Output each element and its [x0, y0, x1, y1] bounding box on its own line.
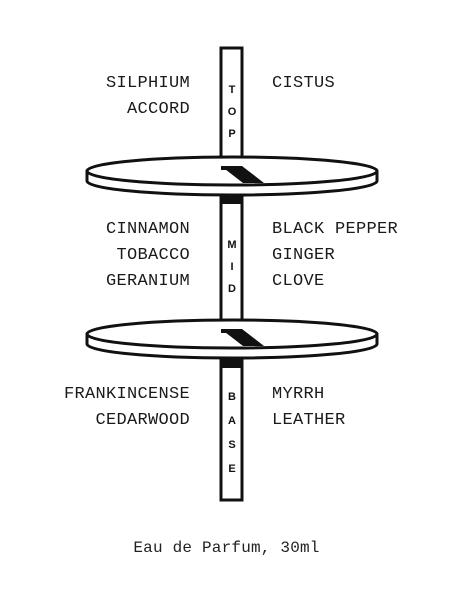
mid-notes-right: BLACK PEPPER GINGER CLOVE	[272, 217, 398, 295]
top-notes-right: CISTUS	[272, 71, 335, 97]
tier-label-mid: M I D	[220, 234, 244, 300]
note-item: CEDARWOOD	[95, 411, 190, 430]
mid-notes-left: CINNAMON TOBACCO GERANIUM	[106, 217, 190, 295]
product-caption: Eau de Parfum, 30ml	[133, 539, 320, 557]
rod-mid-cap	[221, 196, 242, 204]
note-item: CISTUS	[272, 74, 336, 93]
note-item: CLOVE	[272, 272, 325, 291]
base-notes-left: FRANKINCENSE CEDARWOOD	[64, 382, 190, 434]
lower-disc-rod-stub	[221, 329, 242, 333]
tier-label-mid-letter: I	[230, 261, 234, 273]
upper-disc-rod-stub	[221, 166, 242, 170]
note-item: FRANKINCENSE	[63, 385, 190, 404]
note-item: MYRRH	[272, 385, 325, 404]
note-item: ACCORD	[126, 100, 190, 119]
tier-label-top-letter: P	[228, 128, 236, 140]
tier-label-base-letter: E	[228, 463, 236, 475]
tier-label-base: B A S E	[220, 385, 244, 481]
upper-disc-rod-shadow	[221, 166, 264, 183]
tier-label-base-letter: S	[228, 439, 236, 451]
tier-label-mid-letter: M	[227, 239, 237, 251]
lower-disc	[85, 318, 379, 360]
tier-label-top-letter: O	[227, 106, 237, 118]
note-item: CINNAMON	[105, 220, 190, 239]
note-item: GERANIUM	[105, 272, 190, 291]
lower-disc-rod-shadow	[221, 329, 264, 346]
tier-label-base-letter: A	[228, 415, 236, 427]
note-item: TOBACCO	[116, 246, 190, 265]
note-item: GINGER	[272, 246, 336, 265]
note-item: SILPHIUM	[105, 74, 190, 93]
note-item: LEATHER	[272, 411, 346, 430]
top-notes-left: SILPHIUM ACCORD	[106, 71, 190, 123]
tier-label-top: T O P	[220, 79, 244, 145]
tier-label-base-letter: B	[228, 391, 236, 403]
base-notes-right: MYRRH LEATHER	[272, 382, 346, 434]
note-item: BLACK PEPPER	[272, 220, 399, 239]
upper-disc	[85, 155, 379, 197]
rod-base-cap	[221, 360, 242, 368]
tier-label-top-letter: T	[228, 84, 236, 96]
tier-label-mid-letter: D	[228, 283, 236, 295]
